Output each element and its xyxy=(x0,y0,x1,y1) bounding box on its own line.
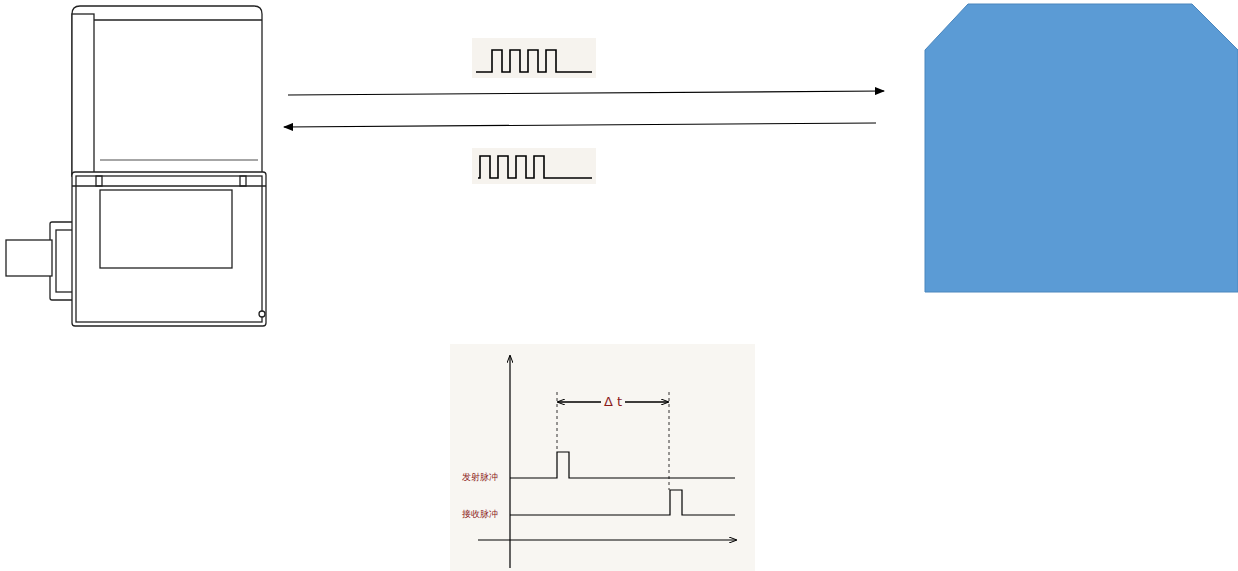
pulse-train xyxy=(478,156,592,178)
emit-arrow xyxy=(288,91,884,95)
laser-scanner xyxy=(6,6,266,326)
return-arrow xyxy=(284,123,876,127)
signal-label: 发射脉冲 xyxy=(459,473,501,483)
target-object xyxy=(925,4,1238,292)
timing-chart xyxy=(450,344,755,571)
pulse-train xyxy=(476,50,592,72)
delta-t-label: Δ t xyxy=(601,395,625,409)
signal-label: 接收脉冲 xyxy=(459,510,501,520)
